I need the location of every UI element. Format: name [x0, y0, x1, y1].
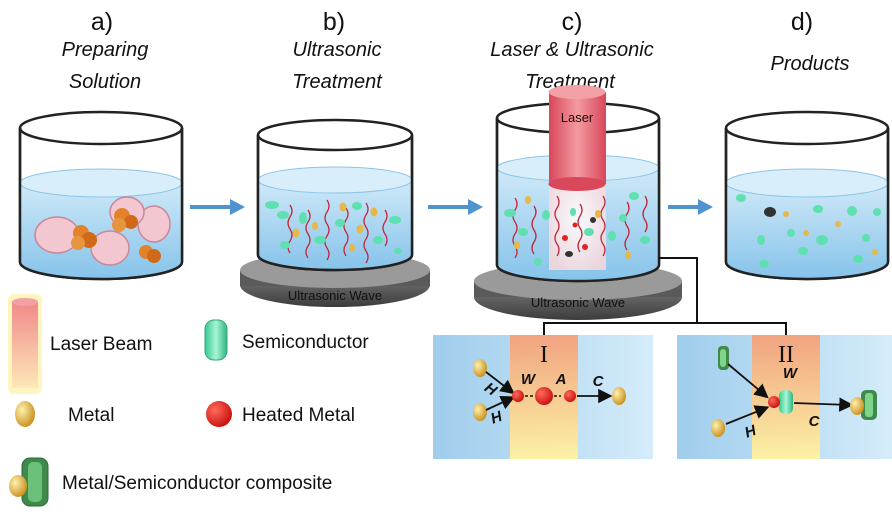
panel-2-c: C [809, 413, 821, 430]
panel-2-w: W [783, 365, 799, 382]
beaker-b: Ultrasonic Wave [240, 118, 430, 307]
step-b-letter: b) [323, 8, 345, 36]
step-c-title-1: Laser & Ultrasonic [490, 39, 653, 61]
particles-c [504, 192, 650, 266]
step-d-heading: d) Products [771, 8, 850, 75]
laser-head: Laser [548, 85, 606, 191]
ultrasonic-waves-c [512, 195, 648, 259]
ultrasonic-waves-b [287, 199, 388, 264]
panel-2-title: II [778, 342, 794, 368]
step-a-title-1: Preparing [62, 39, 149, 61]
legend-laser-beam: Laser Beam [8, 294, 152, 394]
panel-1-c: C [593, 373, 605, 390]
step-a-heading: a) Preparing Solution [62, 8, 149, 93]
legend-metal: Metal [15, 401, 114, 427]
legend-semiconductor-label: Semiconductor [242, 332, 369, 353]
laser-label: Laser [561, 110, 594, 125]
legend-laser-beam-label: Laser Beam [50, 334, 152, 355]
beaker-c: Ultrasonic Wave Laser [474, 85, 682, 320]
arrow-a-to-b [190, 199, 245, 215]
legend-heated-metal: Heated Metal [206, 401, 355, 427]
legend-composite: Metal/Semiconductor composite [9, 457, 332, 507]
step-d-title-1: Products [771, 53, 850, 75]
metal-cluster [71, 208, 161, 263]
particles-b [265, 201, 402, 254]
mechanism-panel-1: I H H W A C [433, 335, 653, 459]
step-a-title-2: Solution [69, 71, 141, 93]
legend-composite-label: Metal/Semiconductor composite [62, 473, 332, 494]
step-d-letter: d) [791, 8, 813, 36]
step-a-letter: a) [91, 8, 113, 36]
connector-lines [543, 257, 787, 335]
arrow-b-to-c [428, 199, 483, 215]
legend-semiconductor: Semiconductor [204, 319, 369, 361]
ultrasonic-wave-label-b: Ultrasonic Wave [288, 288, 382, 303]
beaker-d [724, 110, 890, 281]
mechanism-panel-2: II W H C [677, 335, 892, 459]
composite-particles-d [736, 194, 881, 268]
arrow-c-to-d [668, 199, 713, 215]
step-c-heading: c) Laser & Ultrasonic Treatment [490, 8, 653, 93]
panel-1-title: I [540, 342, 548, 368]
legend-metal-label: Metal [68, 405, 114, 426]
panel-1-w: W [521, 371, 537, 388]
step-b-heading: b) Ultrasonic Treatment [292, 8, 383, 93]
panel-1-a: A [555, 371, 567, 388]
step-b-title-1: Ultrasonic [293, 39, 382, 61]
beaker-a [18, 110, 184, 281]
step-c-letter: c) [562, 8, 583, 36]
legend: Laser Beam Semiconductor Metal Heated Me… [8, 294, 369, 507]
step-b-title-2: Treatment [292, 71, 383, 93]
ultrasonic-wave-label-c: Ultrasonic Wave [531, 295, 625, 310]
legend-heated-metal-label: Heated Metal [242, 405, 355, 426]
